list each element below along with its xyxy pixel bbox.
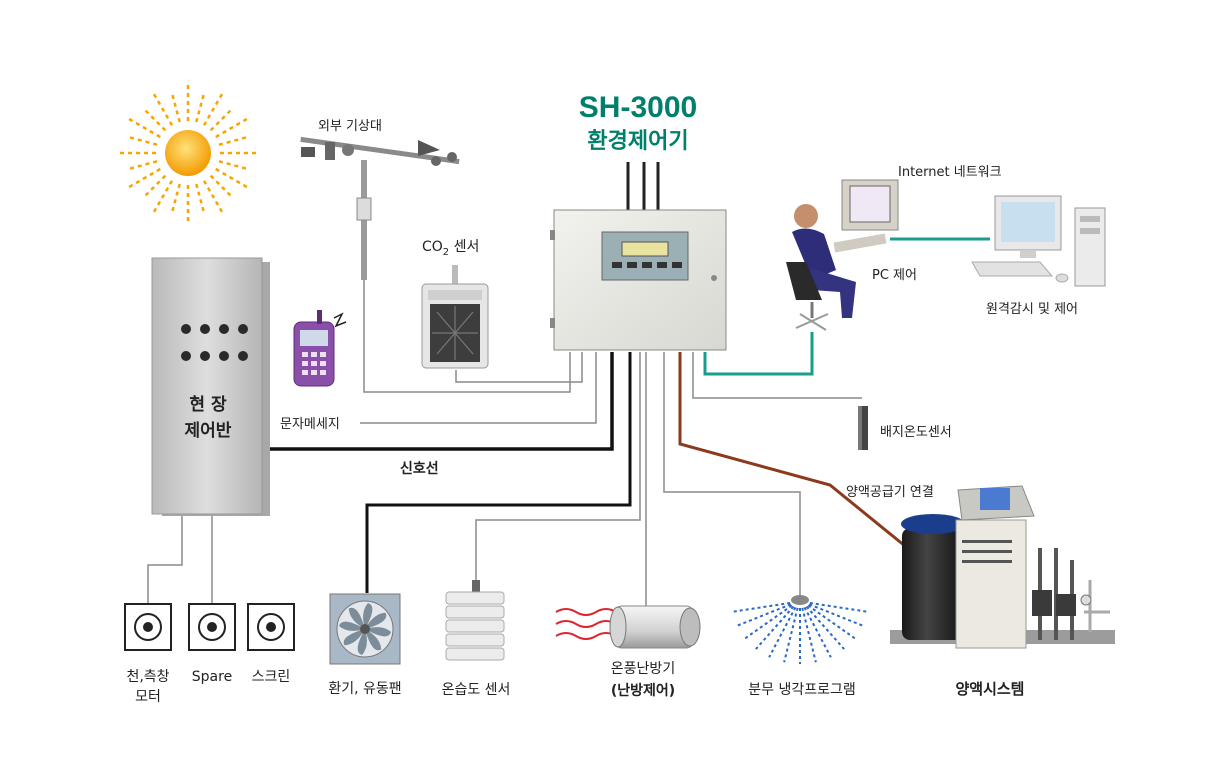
label-nutrient-link: 양액공급기 연결	[846, 485, 934, 500]
title-model: SH-3000	[579, 91, 697, 124]
sun-ray	[150, 180, 174, 216]
mobile-phone-icon	[293, 310, 347, 387]
sun-ray	[195, 94, 205, 123]
sun-ray	[171, 94, 181, 123]
mist-ray	[809, 601, 868, 613]
title-subtitle: 환경제어기	[587, 129, 688, 154]
remote-pc-icon	[971, 195, 1106, 287]
line-nutrient	[678, 352, 906, 548]
label-spare: Spare	[192, 669, 232, 685]
soil-temp-sensor-icon	[858, 406, 868, 450]
line-humidity	[475, 352, 641, 580]
weather-station-icon	[300, 136, 460, 280]
line-motor	[147, 515, 183, 604]
sun-ray	[215, 115, 251, 139]
screen-box-icon	[247, 603, 295, 651]
label-remote-monitor: 원격감시 및 제어	[986, 302, 1078, 317]
motor-box-icon	[124, 603, 172, 651]
label-motor-line1: 천,측창	[126, 669, 169, 685]
label-screen: 스크린	[252, 669, 291, 685]
sun-ray	[215, 167, 251, 191]
label-soil-temp-sensor: 배지온도센서	[880, 425, 952, 440]
label-co2-sensor: CO2 센서	[422, 239, 479, 258]
sun-ray	[195, 183, 205, 212]
nutrient-system-icon	[890, 485, 1115, 649]
label-signal-line: 신호선	[400, 461, 439, 477]
line-weather-station	[363, 280, 571, 393]
heater-icon	[555, 605, 701, 649]
sun-ray	[202, 90, 226, 126]
sun-icon	[116, 81, 260, 225]
fan-blade	[339, 621, 365, 631]
sun-ray	[144, 174, 167, 197]
label-heater-line2: (난방제어)	[611, 682, 675, 699]
spare-box-icon	[188, 603, 236, 651]
sun-ray	[209, 174, 232, 197]
label-nutrient-system: 양액시스템	[955, 680, 1024, 698]
line-co2-sensor	[455, 352, 583, 383]
mist-ray	[808, 603, 864, 627]
fan-blade	[365, 627, 391, 637]
label-pc-control: PC 제어	[872, 268, 917, 283]
pc-operator-icon	[786, 179, 899, 331]
label-motor-line2: 모터	[135, 689, 161, 705]
label-internet: Internet 네트워크	[898, 165, 1002, 180]
label-field-panel-line2: 제어반	[185, 421, 232, 441]
sun-ray	[144, 109, 167, 132]
connection-lines	[147, 237, 990, 608]
controller-icon	[550, 162, 727, 351]
label-heater-line1: 온풍난방기	[611, 661, 675, 677]
label-sms: 문자메세지	[280, 417, 340, 432]
sun-ray	[218, 136, 247, 146]
label-fan: 환기, 유동팬	[328, 681, 401, 697]
mist-ray	[732, 601, 791, 613]
sun-ray	[209, 109, 232, 132]
sun-ray	[125, 115, 161, 139]
field-control-panel-icon	[151, 257, 270, 516]
sun-ray	[171, 183, 181, 212]
fan-blade	[348, 607, 365, 629]
sun-ray	[150, 90, 174, 126]
line-mist	[663, 352, 801, 600]
fan-blade	[357, 629, 367, 655]
mist-ray	[783, 607, 799, 663]
line-signal	[270, 352, 614, 451]
label-field-panel-line1: 현 장	[189, 395, 227, 415]
line-sms	[360, 352, 597, 424]
line-soil-temp	[692, 352, 862, 399]
label-humidity-sensor: 온습도 센서	[442, 682, 511, 698]
humidity-sensor-icon	[445, 580, 505, 661]
sun-ray	[125, 167, 161, 191]
fan-icon	[329, 593, 401, 665]
fan-blade	[343, 629, 365, 646]
sun-ray	[202, 180, 226, 216]
label-mist: 분무 냉각프로그램	[748, 682, 856, 698]
fan-blade	[364, 612, 387, 629]
mist-ray	[801, 607, 817, 663]
sun-ray	[218, 160, 247, 170]
mist-sprayer-icon	[732, 595, 868, 664]
fan-blade	[363, 603, 373, 629]
sun-ray	[129, 136, 158, 146]
line-fan	[365, 352, 632, 593]
mist-ray	[736, 603, 792, 627]
co2-sensor-icon	[421, 265, 489, 369]
sun-ray	[129, 160, 158, 170]
fan-blade	[365, 629, 382, 651]
line-pc-network	[703, 332, 814, 376]
label-weather-station: 외부 기상대	[318, 119, 382, 134]
